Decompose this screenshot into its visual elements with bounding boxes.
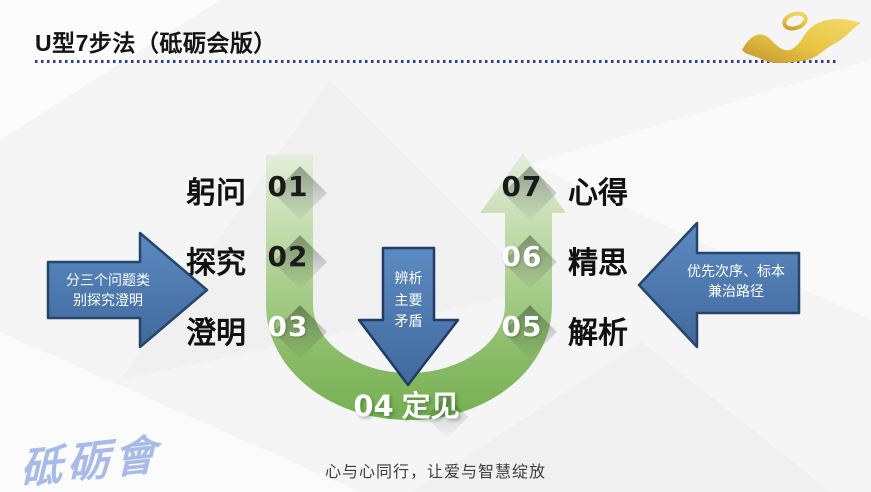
step-label-dingjian: 定见 — [401, 391, 460, 423]
step-label-gongwen: 躬问 — [186, 177, 246, 210]
gold-ribbon-logo — [742, 11, 861, 63]
center-callout-text: 辨析 主要 矛盾 — [394, 272, 423, 330]
step-number-01: 01 — [267, 170, 309, 203]
step-number-05: 05 — [501, 310, 543, 343]
step-number-04: 04 — [353, 389, 394, 423]
right-callout-text: 优先次序、标本 兼治路径 — [687, 265, 785, 300]
step-label-tanjiu: 探究 — [186, 247, 246, 280]
step-label-jiexi: 解析 — [568, 317, 628, 350]
down-arrow-shape — [357, 246, 460, 387]
left-callout-text: 分三个问题类 别探究澄明 — [66, 274, 150, 309]
title-underline — [35, 60, 838, 63]
footer-slogan: 心与心同行，让爱与智慧绽放 — [324, 464, 546, 481]
right-arrow-shape — [637, 221, 801, 349]
step-label-chengming: 澄明 — [186, 317, 246, 350]
step-number-06: 06 — [501, 240, 543, 273]
step-number-07: 07 — [501, 170, 543, 203]
left-arrow-shape — [46, 231, 209, 349]
step-number-03: 03 — [267, 310, 309, 343]
page-title: U型7步法（砥砺会版） — [35, 30, 277, 56]
step-number-02: 02 — [267, 240, 309, 273]
step-label-xinde: 心得 — [568, 177, 628, 210]
step-label-jingsi: 精思 — [568, 247, 628, 280]
